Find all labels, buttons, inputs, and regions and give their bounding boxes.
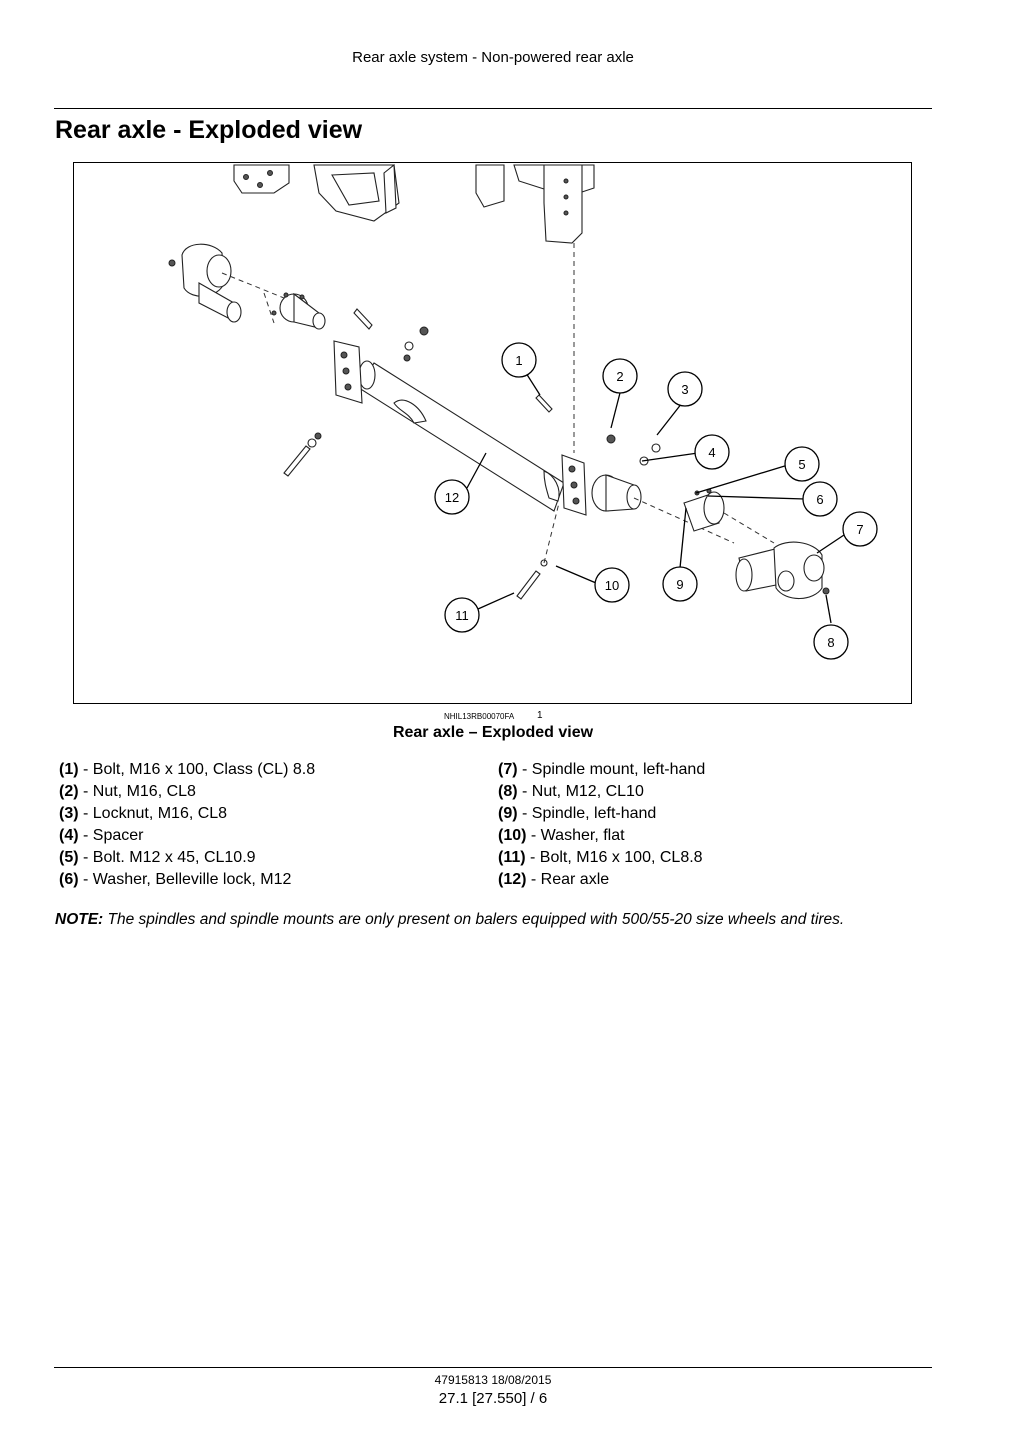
- svg-text:6: 6: [816, 492, 823, 507]
- legend-item: (3) - Locknut, M16, CL8: [59, 805, 228, 822]
- figure-number: 1: [537, 710, 543, 721]
- callout-9: 9: [662, 566, 698, 602]
- callout-12: 12: [434, 479, 470, 515]
- rear-axle-tube: [333, 340, 735, 544]
- callout-7: 7: [842, 511, 878, 547]
- legend-item: (7) - Spindle mount, left-hand: [498, 761, 706, 778]
- legend-item: (9) - Spindle, left-hand: [498, 805, 657, 822]
- exploded-view-figure: 1 2 3 4 5 6 7 8 9 10 11 12: [73, 162, 912, 704]
- legend-item: (1) - Bolt, M16 x 100, Class (CL) 8.8: [59, 761, 316, 778]
- leader-lines: [466, 372, 848, 624]
- chassis-fragment-left: [233, 163, 400, 222]
- running-header: Rear axle system - Non-powered rear axle: [352, 49, 634, 66]
- svg-text:7: 7: [856, 522, 863, 537]
- callout-1: 1: [501, 342, 537, 378]
- left-spindle-mount: [168, 243, 285, 323]
- doc-code: 47915813 18/08/2015: [434, 1373, 552, 1387]
- callout-4: 4: [694, 434, 730, 470]
- right-spindle-mount: [735, 541, 830, 600]
- legend-item: (5) - Bolt. M12 x 45, CL10.9: [59, 849, 256, 866]
- right-spindle: [683, 488, 775, 544]
- svg-text:9: 9: [676, 577, 683, 592]
- note-text: The spindles and spindle mounts are only…: [103, 911, 845, 928]
- exploded-view-drawing: 1 2 3 4 5 6 7 8 9 10 11 12: [168, 163, 878, 660]
- figure-caption: Rear axle – Exploded view: [392, 724, 594, 741]
- callout-2: 2: [602, 358, 638, 394]
- svg-text:8: 8: [827, 635, 834, 650]
- left-hardware: [283, 308, 429, 477]
- footer-rule: [54, 1367, 932, 1368]
- callout-5: 5: [784, 446, 820, 482]
- svg-text:2: 2: [616, 369, 623, 384]
- svg-text:1: 1: [515, 353, 522, 368]
- section-title: Rear axle - Exploded view: [55, 116, 363, 144]
- legend-item: (8) - Nut, M12, CL10: [498, 783, 644, 800]
- legend-item: (6) - Washer, Belleville lock, M12: [59, 871, 292, 888]
- legend-item: (10) - Washer, flat: [498, 827, 625, 844]
- legend-right-column: (7) - Spindle mount, left-hand (8) - Nut…: [498, 759, 705, 891]
- legend-item: (4) - Spacer: [59, 827, 144, 844]
- svg-text:5: 5: [798, 457, 805, 472]
- right-hardware: [516, 394, 661, 600]
- header-rule: [54, 108, 932, 109]
- svg-text:11: 11: [455, 608, 469, 623]
- callout-11: 11: [444, 597, 480, 633]
- callout-10: 10: [594, 567, 630, 603]
- svg-text:10: 10: [605, 578, 619, 593]
- legend-item: (2) - Nut, M16, CL8: [59, 783, 196, 800]
- chassis-fragment-right: [475, 164, 595, 453]
- svg-text:4: 4: [708, 445, 715, 460]
- legend-item: (11) - Bolt, M16 x 100, CL8.8: [498, 849, 703, 866]
- legend-item: (12) - Rear axle: [498, 871, 610, 888]
- callout-3: 3: [667, 371, 703, 407]
- figure-ref-code: NHIL13RB00070FA: [444, 712, 515, 721]
- callout-6: 6: [802, 481, 838, 517]
- callout-8: 8: [813, 624, 849, 660]
- left-spindle-rear: [263, 292, 326, 330]
- svg-text:12: 12: [445, 490, 459, 505]
- legend-left-column: (1) - Bolt, M16 x 100, Class (CL) 8.8 (2…: [59, 759, 315, 891]
- page-reference: 27.1 [27.550] / 6: [438, 1390, 548, 1407]
- svg-text:3: 3: [681, 382, 688, 397]
- note: NOTE: The spindles and spindle mounts ar…: [55, 911, 844, 929]
- note-label: NOTE:: [55, 911, 104, 928]
